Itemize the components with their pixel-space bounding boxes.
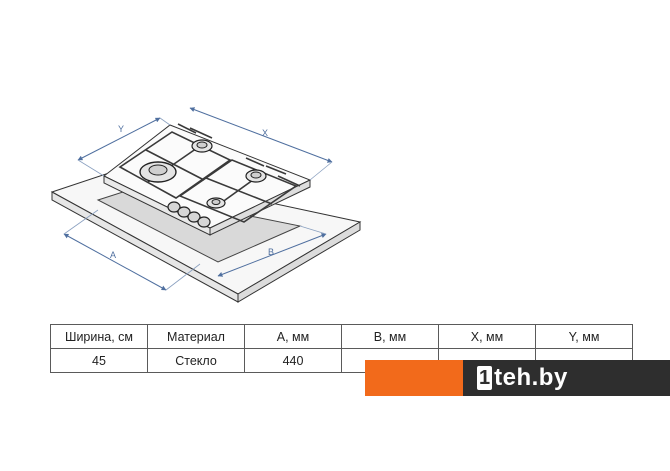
dimension-label-a: A [110, 250, 116, 260]
cell-material: Стекло [147, 348, 245, 373]
burner-medium-right [245, 169, 267, 183]
header-width: Ширина, см [50, 324, 148, 349]
header-material: Материал [147, 324, 245, 349]
burner-small-front [206, 197, 226, 209]
cell-width: 45 [50, 348, 148, 373]
brand-watermark: 1 teh.by [365, 360, 670, 396]
dimension-line-b [217, 225, 327, 277]
brand-orange-block [365, 360, 463, 396]
burner-large [139, 161, 177, 183]
header-x: X, мм [438, 324, 536, 349]
header-a: A, мм [244, 324, 342, 349]
brand-logo-one: 1 [477, 366, 493, 390]
dimension-label-y: Y [118, 124, 124, 134]
dimension-line-a [63, 209, 201, 291]
control-knobs [167, 201, 211, 228]
dimension-label-b: B [268, 247, 274, 257]
dimension-line-x [189, 107, 333, 181]
header-b: B, мм [341, 324, 439, 349]
hob-dimension-diagram: Y X A B [50, 107, 362, 303]
brand-logo: 1 teh.by [463, 360, 670, 396]
cell-a: 440 [244, 348, 342, 373]
dimension-label-x: X [262, 128, 268, 138]
header-y: Y, мм [535, 324, 633, 349]
dimension-line-y [77, 117, 171, 177]
spec-table-header-row: Ширина, см Материал A, мм B, мм X, мм Y,… [50, 324, 633, 349]
burner-medium-back [191, 139, 213, 153]
brand-logo-text: teh.by [494, 364, 568, 391]
